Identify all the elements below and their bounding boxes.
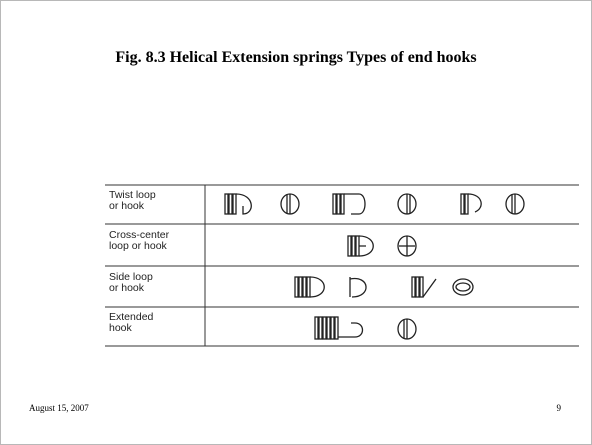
side-hook-side-icon [411, 276, 437, 298]
row-label-side-loop: Side loop or hook [109, 271, 153, 294]
slide-title: Fig. 8.3 Helical Extension springs Types… [115, 49, 477, 66]
twist-loop-side-icon [224, 193, 252, 215]
twist-hook-end-icon [397, 193, 417, 215]
twist-short-end-icon [505, 193, 525, 215]
row-label-twist-loop: Twist loop or hook [109, 189, 156, 212]
twist-hook-side-icon [332, 193, 366, 215]
side-loop-end-icon [349, 277, 367, 298]
row-label-cross-center: Cross-center loop or hook [109, 229, 170, 252]
footer-date: August 15, 2007 [29, 403, 89, 413]
end-hooks-table [105, 184, 579, 347]
row-label-extended-hook: Extended hook [109, 311, 154, 334]
cross-center-side-icon [347, 235, 374, 257]
page-number: 9 [556, 403, 562, 413]
side-loop-side-icon [294, 276, 325, 298]
twist-short-side-icon [460, 193, 482, 215]
extended-hook-end-icon [397, 318, 417, 340]
twist-loop-end-icon [280, 193, 300, 215]
extended-hook-side-icon [314, 316, 364, 340]
side-hook-end-icon [452, 278, 474, 296]
cross-center-end-icon [397, 235, 417, 257]
end-hooks-figure: Twist loop or hook Cross-center loop or … [105, 184, 579, 347]
